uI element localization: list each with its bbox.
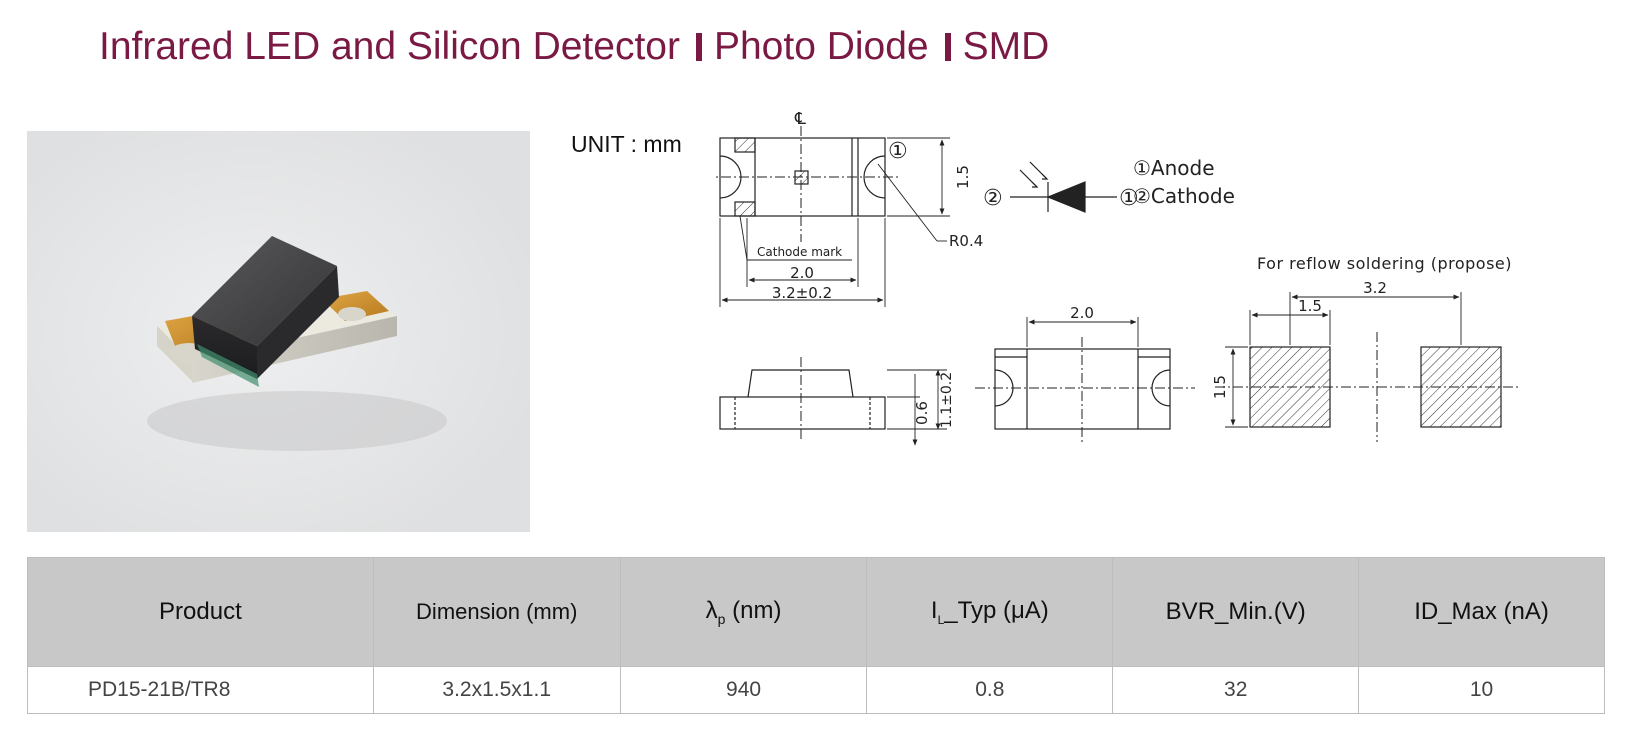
top-pin1-marker: ① <box>888 139 908 164</box>
header-product: Product <box>27 557 374 667</box>
legend-cathode: ②Cathode <box>1133 184 1235 208</box>
table-header-row: Product Dimension (mm) λp (nm) IL_Typ (μ… <box>27 557 1605 667</box>
legend-anode: ①Anode <box>1133 156 1215 180</box>
side-dim-0-6: 0.6 <box>913 401 931 425</box>
specifications-table: Product Dimension (mm) λp (nm) IL_Typ (μ… <box>27 557 1605 714</box>
cathode-mark-label: Cathode mark <box>757 245 842 259</box>
title-text: Infrared LED and Silicon Detector <box>99 25 680 68</box>
cell-light-current: 0.8 <box>866 666 1114 714</box>
cell-breakdown-voltage: 32 <box>1112 666 1360 714</box>
pad-width-dimension: 1.5 <box>1298 297 1322 315</box>
bottom-width-dimension: 2.0 <box>1070 304 1094 322</box>
page-title: Infrared LED and Silicon Detector Photo D… <box>99 25 1049 69</box>
symbol-pin2: ② <box>983 186 1003 211</box>
title-separator <box>944 33 951 61</box>
centerline-symbol: ℄ <box>794 112 806 129</box>
header-light-current: IL_Typ (μA) <box>866 557 1114 667</box>
height-dimension: 1.5 <box>954 165 972 189</box>
product-photo <box>27 131 530 532</box>
photodiode-schematic-symbol <box>1010 161 1117 213</box>
symbol-pin1: ① <box>1119 186 1139 211</box>
package-dimension-drawing: ℄ ℄ ② ① 1.5 R0.4 Cathode mark 2.0 3.2±0.… <box>715 112 1520 446</box>
title-category: Photo Diode <box>713 25 929 68</box>
header-breakdown-voltage: BVR_Min.(V) <box>1112 557 1360 667</box>
inner-width-dimension: 2.0 <box>790 264 814 282</box>
side-view <box>719 357 947 446</box>
title-package: SMD <box>962 25 1050 68</box>
outer-width-dimension: 3.2±0.2 <box>772 284 832 302</box>
unit-label: UNIT : mm <box>571 131 682 157</box>
reflow-pad-layout <box>1215 292 1520 442</box>
cell-dark-current: 10 <box>1358 666 1605 714</box>
smd-photodiode-illustration <box>27 131 530 532</box>
cell-product: PD15-21B/TR8 <box>27 666 374 714</box>
title-separator <box>695 33 702 61</box>
table-row: PD15-21B/TR8 3.2x1.5x1.1 940 0.8 32 10 <box>27 666 1605 714</box>
header-dark-current: ID_Max (nA) <box>1358 557 1605 667</box>
pad-pitch-dimension: 3.2 <box>1363 279 1387 297</box>
pad-height-dimension: 1.5 <box>1211 375 1229 399</box>
side-dim-1-1: 1.1±0.2 <box>939 372 955 428</box>
header-dimension: Dimension (mm) <box>372 557 621 667</box>
cell-peak-wavelength: 940 <box>619 666 868 714</box>
bottom-view <box>975 317 1195 442</box>
cell-dimension: 3.2x1.5x1.1 <box>372 666 621 714</box>
radius-label: R0.4 <box>949 232 983 250</box>
top-view <box>715 126 950 307</box>
header-peak-wavelength: λp (nm) <box>619 557 868 667</box>
reflow-title: For reflow soldering (propose) <box>1257 254 1512 273</box>
